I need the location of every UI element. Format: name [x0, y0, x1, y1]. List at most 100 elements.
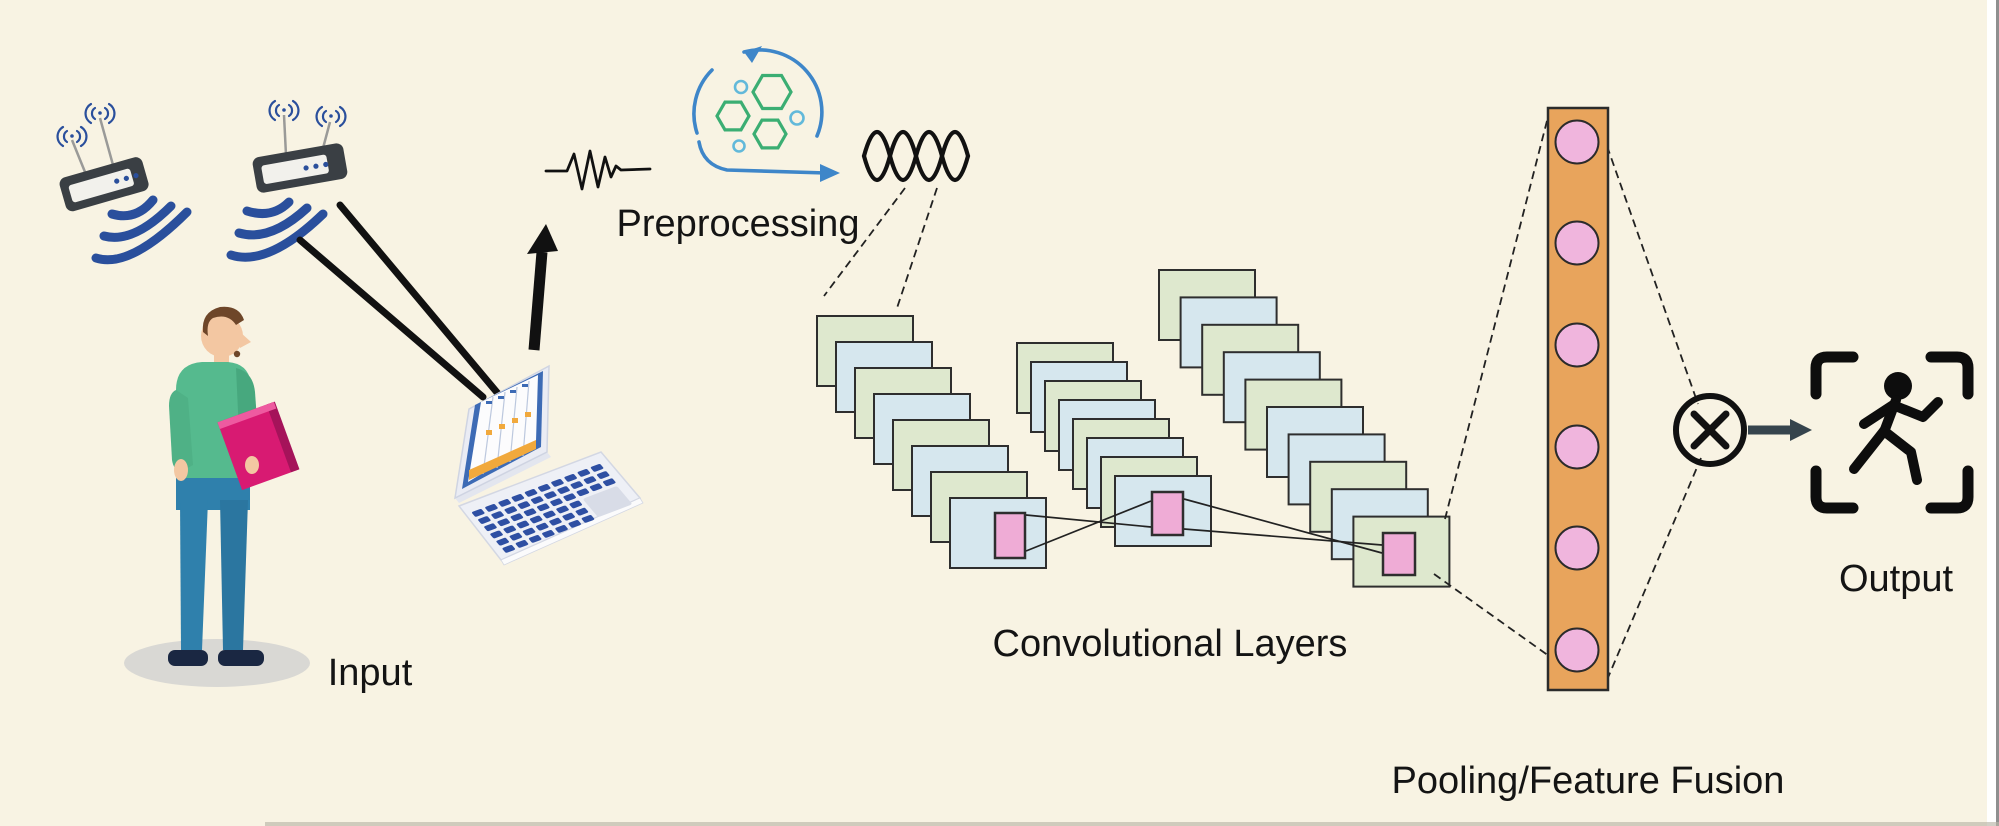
laptop-key [603, 478, 616, 487]
hair [202, 306, 244, 336]
wifi-signal-fan-2 [226, 197, 328, 262]
kernel-box-3 [1381, 531, 1417, 577]
laptop-key [576, 488, 590, 497]
clean-signal-braid-icon [861, 130, 971, 182]
laptop-key [517, 501, 531, 509]
laptop-key [551, 479, 564, 487]
laptop-key [528, 535, 542, 543]
laptop-key [511, 494, 525, 502]
person-illustration [124, 306, 310, 687]
label-preprocessing: Preprocessing [617, 203, 860, 245]
neuron [1554, 627, 1600, 673]
laptop-key [570, 481, 584, 489]
laptop-key [590, 464, 604, 472]
fusion-connection-lines [1433, 112, 1702, 681]
laptop-key [563, 493, 576, 502]
laptop-key [543, 510, 556, 519]
laptop-key [491, 511, 504, 519]
neuron [1554, 424, 1600, 470]
laptop-key [581, 515, 595, 523]
laptop-key [524, 489, 538, 497]
preprocessing-cycle-icon [692, 46, 840, 182]
conv-stacks [816, 269, 1451, 588]
laptop-key [478, 516, 491, 524]
laptop-screen-accent [469, 440, 536, 480]
laptop-key [577, 469, 591, 477]
laptop-key [509, 532, 523, 541]
neuron [1554, 119, 1600, 165]
person-head [201, 315, 243, 357]
laptop-key [537, 503, 550, 512]
laptop-key [510, 513, 524, 522]
laptop-key [569, 500, 583, 509]
laptop-key [504, 506, 518, 514]
signal-lines [296, 201, 504, 401]
laptop-key [472, 509, 485, 517]
laptop-key [544, 491, 557, 499]
page-edge [265, 0, 1999, 826]
wifi-router-2-icon [252, 99, 348, 193]
laptop-key [484, 523, 497, 532]
neuron [1554, 322, 1600, 368]
person-shadow [124, 639, 310, 687]
label-output: Output [1839, 558, 1954, 600]
laptop-key [549, 517, 562, 526]
neuron [1554, 525, 1600, 571]
laptop-key [516, 520, 530, 529]
kernel-connection-lines [1025, 498, 1383, 554]
laptop-icon [454, 364, 644, 566]
label-input: Input [328, 652, 413, 694]
laptop-key [583, 476, 597, 484]
laptop-key [490, 530, 503, 539]
laptop-key [497, 518, 510, 527]
label-pooling: Pooling/Feature Fusion [1392, 760, 1785, 802]
wifi-signal-fan-1 [91, 195, 192, 265]
laptop-key [550, 498, 563, 507]
laptop-keyboard [472, 464, 632, 553]
label-conv-layers: Convolutional Layers [993, 623, 1348, 665]
output-arrow [1748, 419, 1812, 441]
laptop-key [522, 527, 536, 536]
laptop-key [596, 471, 610, 479]
person-detection-icon [1810, 351, 1974, 514]
noisy-signal-icon [544, 149, 652, 191]
laptop-key [503, 525, 517, 534]
conv-stack-2 [1016, 342, 1212, 547]
laptop-key [589, 483, 603, 492]
conv-stack-1 [816, 315, 1047, 569]
kernel-box-2 [1150, 490, 1185, 537]
laptop-key [542, 530, 555, 538]
neuron [1554, 220, 1600, 266]
laptop-key [555, 525, 568, 533]
conv-stack-3 [1158, 269, 1451, 588]
laptop-key [485, 504, 498, 512]
kernel-box-1 [993, 511, 1027, 560]
hexagon-molecules [715, 73, 793, 150]
laptop-key [562, 512, 575, 521]
book [217, 401, 300, 491]
laptop-key [568, 520, 582, 528]
shoe [168, 650, 208, 666]
wifi-router-1-icon [56, 102, 149, 212]
laptop-key [529, 515, 543, 524]
laptop-key [496, 537, 509, 546]
laptop-key [498, 499, 511, 507]
pooling-bar [1546, 106, 1610, 692]
laptop-key [530, 496, 544, 504]
laptop-key [502, 545, 516, 553]
braid-leader-lines [823, 187, 938, 312]
shoe [218, 650, 264, 666]
laptop-key [557, 486, 570, 494]
laptop-key [536, 522, 549, 531]
laptop-key [538, 484, 551, 492]
pooling-neurons [1554, 119, 1600, 673]
laptop-key [523, 508, 537, 517]
laptop-key [564, 474, 577, 482]
upload-arrow [527, 224, 558, 351]
laptop-key [575, 507, 589, 516]
laptop-key [556, 505, 569, 514]
laptop-trackpad [583, 486, 632, 517]
multiply-icon [1673, 393, 1747, 467]
